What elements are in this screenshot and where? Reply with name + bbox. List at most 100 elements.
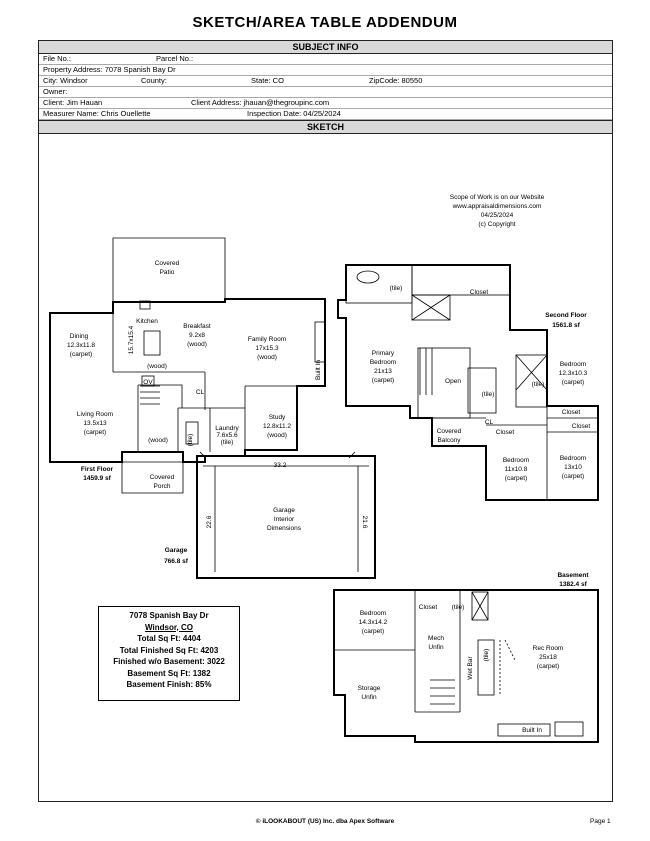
tub-icon bbox=[356, 270, 380, 284]
covered-patio-outline bbox=[112, 237, 226, 303]
bath-tile: (tile) bbox=[187, 434, 194, 447]
owner-label: Owner: bbox=[43, 87, 68, 96]
family-room-floor: (wood) bbox=[257, 354, 277, 361]
primary-bedroom-dim: 21x13 bbox=[374, 368, 392, 375]
subject-row-address: Property Address: 7078 Spanish Bay Dr bbox=[39, 65, 612, 76]
garage-depth-right: 21.6 bbox=[361, 516, 368, 529]
closet-a-label: Closet bbox=[562, 409, 581, 416]
basement-bedroom-label: Bedroom bbox=[360, 610, 386, 617]
kitchen-dim: 15.7x15.4 bbox=[128, 325, 135, 354]
storage-label: Storage bbox=[358, 685, 381, 692]
zipcode: ZipCode: 80550 bbox=[369, 76, 423, 85]
laundry-floor: (tile) bbox=[221, 439, 234, 446]
subject-row-measurer: Measurer Name: Chris Ouellette Inspectio… bbox=[39, 109, 612, 120]
kitchen-label: Kitchen bbox=[136, 318, 158, 325]
primary-bedroom-floor: (carpet) bbox=[372, 377, 394, 384]
inspection-date: Inspection Date: 04/25/2024 bbox=[247, 109, 341, 118]
garage-depth-left: 22.6 bbox=[206, 515, 213, 528]
living-room-floor: (carpet) bbox=[84, 429, 106, 436]
dining-label: Dining bbox=[70, 333, 89, 340]
subject-info-header: SUBJECT INFO bbox=[39, 41, 612, 54]
covered-patio-label: Covered bbox=[155, 260, 180, 267]
primary-closet-label: Closet bbox=[470, 289, 489, 296]
city: City: Windsor bbox=[43, 76, 88, 85]
study-dim: 12.8x11.2 bbox=[263, 423, 291, 430]
bedroom-3-dim: 13x10 bbox=[564, 464, 582, 471]
open-label: Open bbox=[445, 378, 461, 385]
garage-outline bbox=[196, 455, 376, 579]
garage-label: Garage bbox=[165, 547, 188, 554]
bedroom-2-label: Bedroom bbox=[503, 457, 529, 464]
scope-line-4: (c) Copyright bbox=[478, 221, 515, 228]
file-no-label: File No.: bbox=[43, 54, 71, 63]
area-summary-box: 7078 Spanish Bay Dr Windsor, CO Total Sq… bbox=[98, 606, 240, 701]
bedroom-2-dim: 11x10.8 bbox=[505, 466, 528, 473]
living-room-label: Living Room bbox=[77, 411, 113, 418]
primary-bedroom-label-2: Bedroom bbox=[370, 359, 396, 366]
sketch-header: SKETCH bbox=[39, 120, 612, 134]
hall-floor: (wood) bbox=[148, 437, 168, 444]
study-floor: (wood) bbox=[267, 432, 287, 439]
rec-room-label: Rec Room bbox=[533, 645, 564, 652]
built-in-label: Built In bbox=[315, 360, 322, 380]
scope-line-2: www.appraisaldimensions.com bbox=[452, 203, 542, 210]
garage-interior-3: Dimensions bbox=[267, 525, 302, 532]
study-label: Study bbox=[269, 414, 286, 421]
garage-area: 766.8 sf bbox=[164, 558, 189, 565]
cl-second-label: CL bbox=[485, 419, 494, 426]
county-label: County: bbox=[141, 76, 167, 85]
living-room-dim: 13.5x13 bbox=[83, 420, 107, 427]
covered-patio-label-2: Patio bbox=[160, 269, 175, 276]
breakfast-floor: (wood) bbox=[187, 341, 207, 348]
summary-address: 7078 Spanish Bay Dr bbox=[129, 611, 209, 620]
basement-area: 1382.4 sf bbox=[559, 581, 587, 588]
ov-label: OV bbox=[143, 379, 153, 386]
client-address: Client Address: jhauan@thegroupinc.com bbox=[191, 98, 330, 107]
breakfast-label: Breakfast bbox=[183, 323, 211, 330]
summary-finished: Total Finished Sq Ft: 4203 bbox=[119, 645, 219, 655]
subject-row-client: Client: Jim Hauan Client Address: jhauan… bbox=[39, 98, 612, 109]
storage-unfin: Unfin bbox=[361, 694, 377, 701]
measurer: Measurer Name: Chris Ouellette bbox=[43, 109, 151, 118]
laundry-dim: 7.6x5.6 bbox=[216, 432, 238, 439]
subject-row-file: File No.: Parcel No.: bbox=[39, 54, 612, 65]
breakfast-dim: 9.2x8 bbox=[189, 332, 205, 339]
summary-city: Windsor, CO bbox=[145, 622, 193, 632]
first-floor-area: 1459.9 sf bbox=[83, 475, 111, 482]
covered-balcony-label: Covered bbox=[437, 428, 462, 435]
second-floor-outline bbox=[337, 264, 599, 501]
second-floor-area: 1561.8 sf bbox=[552, 322, 580, 329]
hall-bath-tile: (tile) bbox=[482, 391, 495, 398]
bedroom-1-label: Bedroom bbox=[560, 361, 586, 368]
wet-bar-tile: (tile) bbox=[483, 649, 490, 662]
basement-bath-tile: (tile) bbox=[452, 604, 465, 611]
client: Client: Jim Hauan bbox=[43, 98, 103, 107]
basement-outline bbox=[333, 589, 599, 743]
kitchen-floor: (wood) bbox=[147, 363, 167, 370]
bedroom-3-floor: (carpet) bbox=[562, 473, 584, 480]
garage-interior-2: Interior bbox=[274, 516, 295, 523]
laundry-label: Laundry bbox=[215, 425, 239, 432]
basement-built-in: Built In bbox=[522, 727, 542, 734]
closet-c-label: Closet bbox=[496, 429, 515, 436]
scope-line-3: 04/25/2024 bbox=[481, 212, 514, 219]
bedroom-1-floor: (carpet) bbox=[562, 379, 584, 386]
rec-room-floor: (carpet) bbox=[537, 663, 559, 670]
jack-bath-tile: (tile) bbox=[532, 381, 545, 388]
bedroom-1-dim: 12.3x10.3 bbox=[559, 370, 588, 377]
garage-interior-1: Garage bbox=[273, 507, 295, 514]
scope-line-1: Scope of Work is on our Website bbox=[450, 194, 545, 201]
closet-b-label: Closet bbox=[572, 423, 591, 430]
page-number: Page 1 bbox=[590, 818, 611, 825]
primary-bedroom-label: Primary bbox=[372, 350, 395, 357]
second-floor-label: Second Floor bbox=[545, 312, 587, 319]
bedroom-2-floor: (carpet) bbox=[505, 475, 527, 482]
dining-dim: 12.3x11.8 bbox=[67, 342, 95, 349]
mech-label: Mech bbox=[428, 635, 444, 642]
summary-finished-wo-basement: Finished w/o Basement: 3022 bbox=[113, 657, 225, 666]
covered-porch-label: Covered bbox=[150, 474, 175, 481]
bedroom-3-label: Bedroom bbox=[560, 455, 586, 462]
family-room-dim: 17x15.3 bbox=[255, 345, 279, 352]
parcel-no-label: Parcel No.: bbox=[156, 54, 194, 63]
